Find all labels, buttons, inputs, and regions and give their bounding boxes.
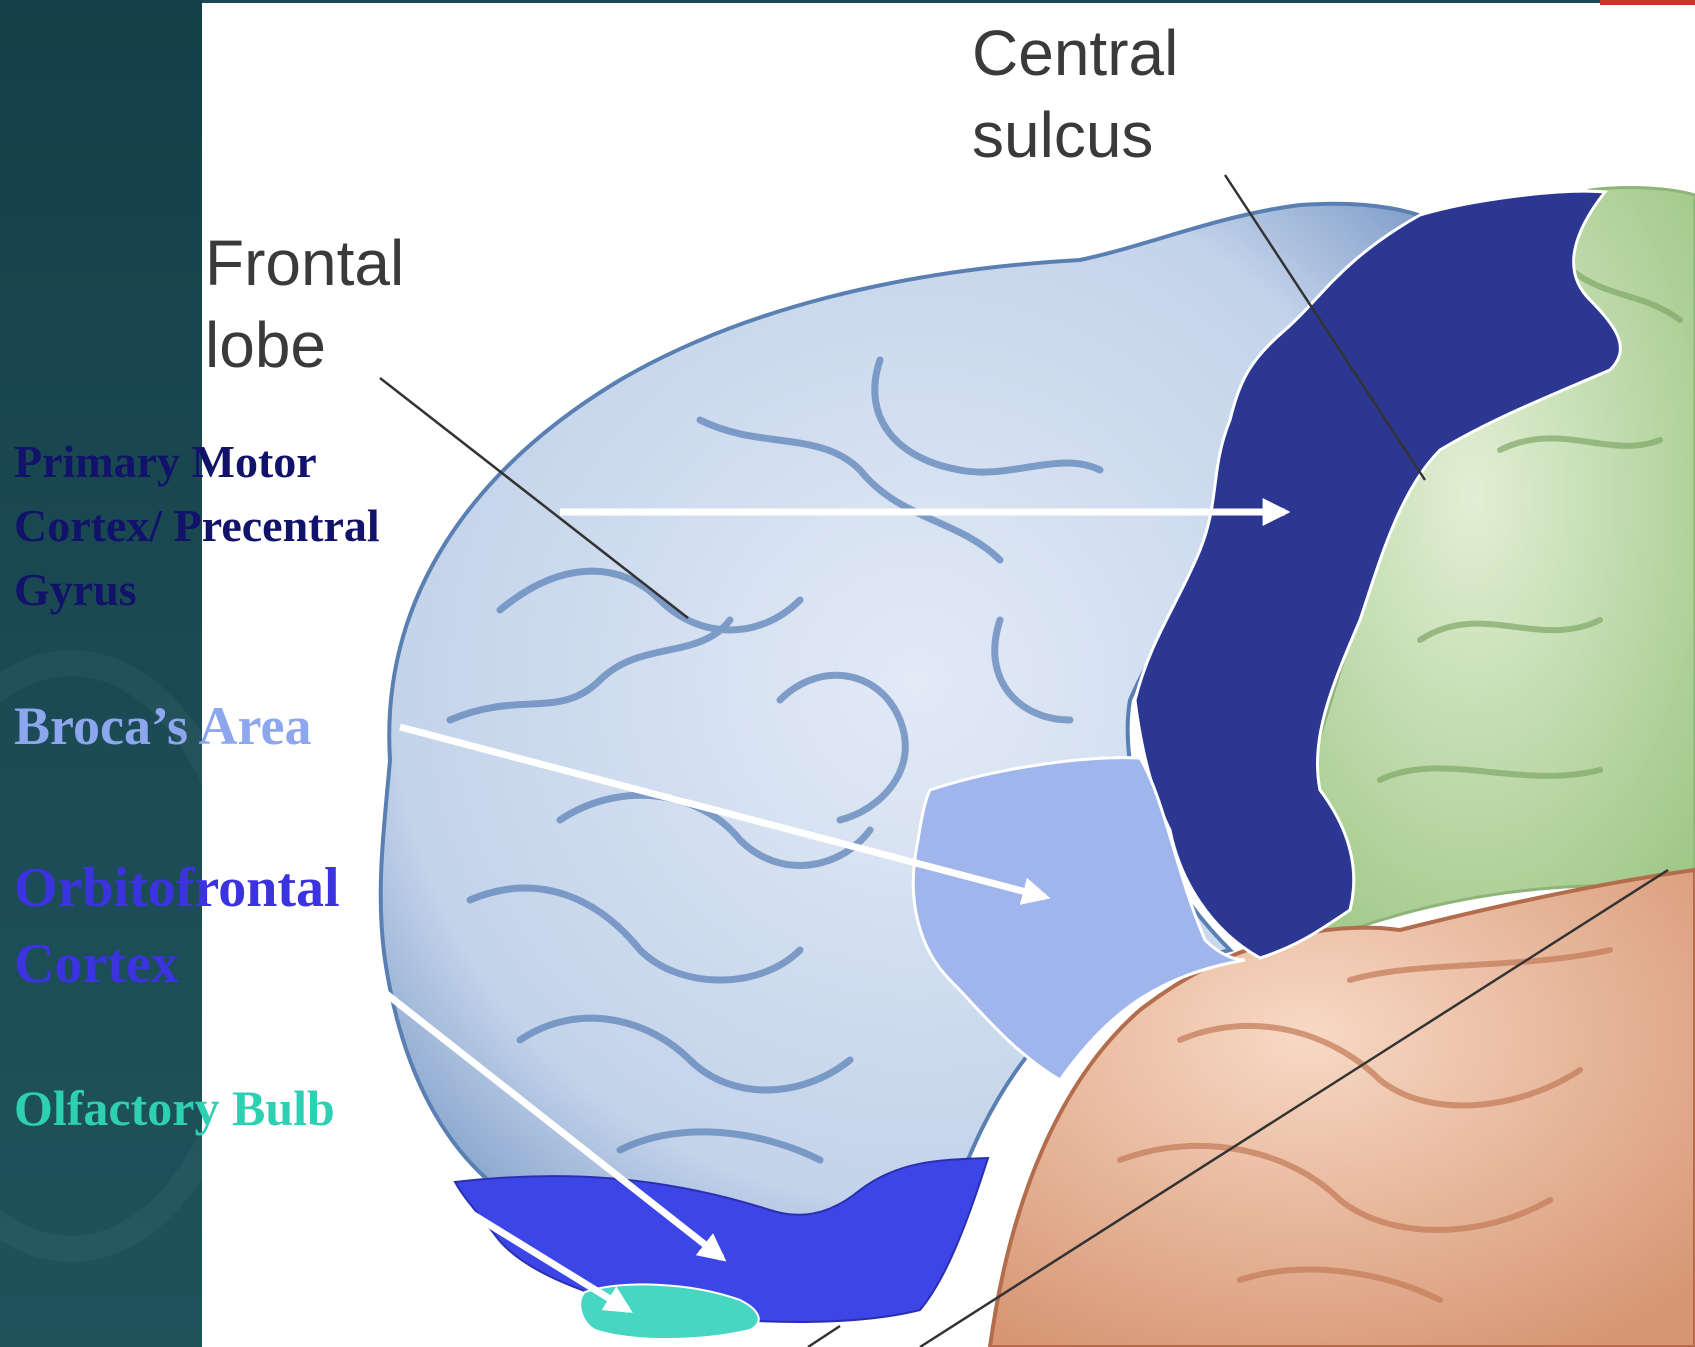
lower-leader-line-short [808, 1326, 840, 1347]
orbitofrontal-label-line-2: Cortex [14, 926, 340, 1002]
broca-area-label: Broca’s Area [14, 690, 311, 762]
central-sulcus-label: Central sulcus [972, 12, 1178, 176]
orbitofrontal-cortex-label: Orbitofrontal Cortex [14, 850, 340, 1002]
broca-area-label-line-1: Broca’s Area [14, 690, 311, 762]
primary-motor-cortex-label: Primary Motor Cortex/ Precentral Gyrus [14, 430, 380, 622]
primary-motor-label-line-1: Primary Motor [14, 430, 380, 494]
central-sulcus-label-line-1: Central [972, 12, 1178, 94]
orbitofrontal-label-line-1: Orbitofrontal [14, 850, 340, 926]
frontal-lobe-label: Frontal lobe [205, 222, 404, 386]
frontal-lobe-label-line-2: lobe [205, 304, 404, 386]
olfactory-bulb-label-line-1: Olfactory Bulb [14, 1075, 335, 1141]
frontal-lobe-label-line-1: Frontal [205, 222, 404, 304]
central-sulcus-label-line-2: sulcus [972, 94, 1178, 176]
primary-motor-label-line-3: Gyrus [14, 558, 380, 622]
primary-motor-label-line-2: Cortex/ Precentral [14, 494, 380, 558]
olfactory-bulb-label: Olfactory Bulb [14, 1075, 335, 1141]
